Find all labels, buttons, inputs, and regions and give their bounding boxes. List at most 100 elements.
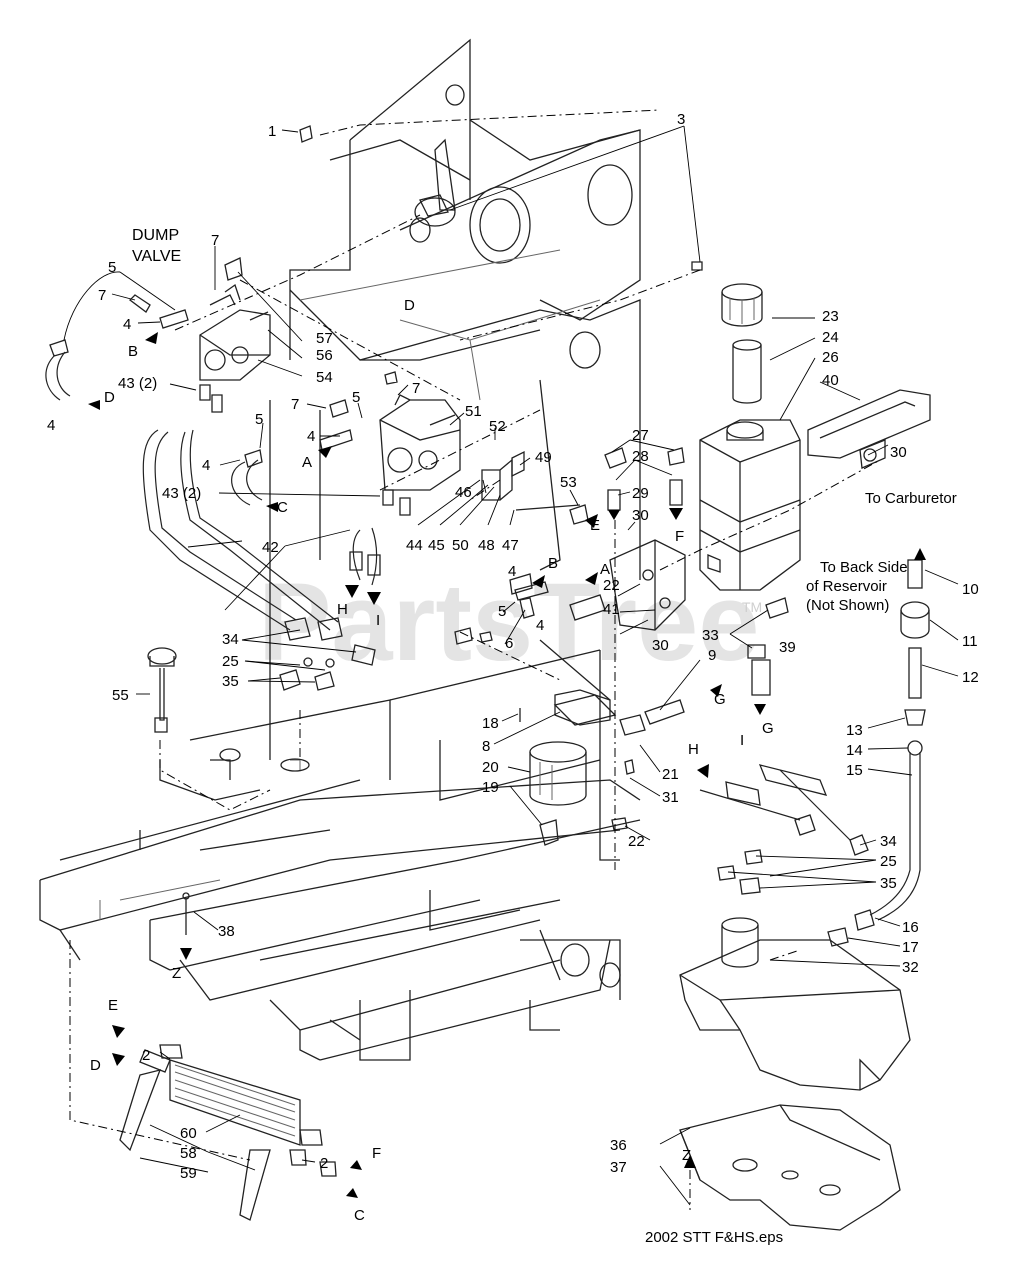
callout: F [675, 528, 684, 545]
callout: 52 [489, 418, 506, 435]
callout: 25 [222, 653, 239, 670]
callout: 51 [465, 403, 482, 420]
callout: 56 [316, 347, 333, 364]
callout: 43 (2) [118, 375, 157, 392]
callout: 24 [822, 329, 839, 346]
strainer-24 [732, 339, 762, 404]
leaders [63, 125, 959, 1206]
fittings-33-39 [747, 597, 789, 696]
callout: 53 [560, 474, 577, 491]
callout: 7 [211, 232, 219, 249]
note-back-side-line3: (Not Shown) [806, 597, 889, 614]
callout: 7 [291, 396, 299, 413]
callout: Z [682, 1147, 691, 1164]
callout: 6 [505, 635, 513, 652]
callout: D [90, 1057, 101, 1074]
callout: E [108, 997, 118, 1014]
callout: 23 [822, 308, 839, 325]
callout: 44 [406, 537, 423, 554]
callout: 49 [535, 449, 552, 466]
callout: 17 [902, 939, 919, 956]
callout: 29 [632, 485, 649, 502]
callout: 38 [218, 923, 235, 940]
center-lines [454, 573, 685, 831]
fittings-upper-left [45, 125, 703, 516]
note-to-carburetor: To Carburetor [865, 490, 957, 507]
reservoir-26 [699, 419, 801, 591]
callout: 54 [316, 369, 333, 386]
callout: 45 [428, 537, 445, 554]
callout: 31 [662, 789, 679, 806]
callout: 40 [822, 372, 839, 389]
callout: 14 [846, 742, 863, 759]
skid-plate-36 [679, 1104, 901, 1231]
callout: 30 [652, 637, 669, 654]
callout: 47 [502, 537, 519, 554]
fuel-parts-right [827, 559, 930, 947]
watermark-text: PartsTree [258, 561, 759, 684]
bracket-22-41 [609, 539, 686, 631]
oil-cooler-60 [119, 1044, 337, 1221]
callout: 60 [180, 1125, 197, 1142]
callout: 4 [508, 563, 516, 580]
callout: 5 [108, 259, 116, 276]
callout: 22 [603, 577, 620, 594]
callout: D [104, 389, 115, 406]
callout: 4 [47, 417, 55, 434]
callout: C [354, 1207, 365, 1224]
fuel-tank-32 [679, 917, 911, 1091]
bolt-38-head [182, 892, 190, 900]
arrow-heads [88, 332, 926, 1198]
callout: 13 [846, 722, 863, 739]
phantom-lines [69, 109, 881, 1210]
note-dump-valve-line2: VALVE [132, 248, 181, 265]
note-back-side-line1: To Back Side [820, 559, 908, 576]
callout: F [372, 1145, 381, 1162]
callout: 33 [702, 627, 719, 644]
callout: 27 [632, 427, 649, 444]
hoses-42 [142, 429, 381, 666]
callout: B [128, 343, 138, 360]
file-label: 2002 STT F&HS.eps [645, 1229, 783, 1246]
callout: 42 [262, 539, 279, 556]
callout: 59 [180, 1165, 197, 1182]
callout: 34 [880, 833, 897, 850]
callout: 36 [610, 1137, 627, 1154]
callout: 9 [708, 647, 716, 664]
note-dump-valve-line1: DUMP [132, 227, 179, 244]
callout: 5 [498, 603, 506, 620]
callout: 15 [846, 762, 863, 779]
callout: 16 [902, 919, 919, 936]
callout: 4 [202, 457, 210, 474]
callout: 30 [890, 444, 907, 461]
callout: 55 [112, 687, 129, 704]
frame-upper [269, 38, 641, 760]
callout: 2 [142, 1047, 150, 1064]
callout: 1 [268, 123, 276, 140]
callout: 35 [222, 673, 239, 690]
control-valve [379, 394, 461, 491]
callout-labels: 1 3 7 5 7 4 B 4 D 43 (2) 57 56 54 D 7 5 … [47, 111, 979, 1224]
callout: 18 [482, 715, 499, 732]
bracket-40 [807, 389, 931, 469]
callout: 26 [822, 349, 839, 366]
callout: 21 [662, 766, 679, 783]
callout: 2 [320, 1155, 328, 1172]
callout: C [277, 499, 288, 516]
callout: 37 [610, 1159, 627, 1176]
reservoir-cap-23 [721, 283, 763, 327]
callout: 50 [452, 537, 469, 554]
callout: 34 [222, 631, 239, 648]
callout: 57 [316, 330, 333, 347]
callout: E [590, 517, 600, 534]
callout: 5 [255, 411, 263, 428]
callout: 5 [352, 389, 360, 406]
callout: G [762, 720, 774, 737]
callout: H [688, 741, 699, 758]
dump-valve [199, 283, 271, 381]
callout: 19 [482, 779, 499, 796]
callout: 20 [482, 759, 499, 776]
watermark-tm: TM [742, 599, 762, 615]
callout: 58 [180, 1145, 197, 1162]
